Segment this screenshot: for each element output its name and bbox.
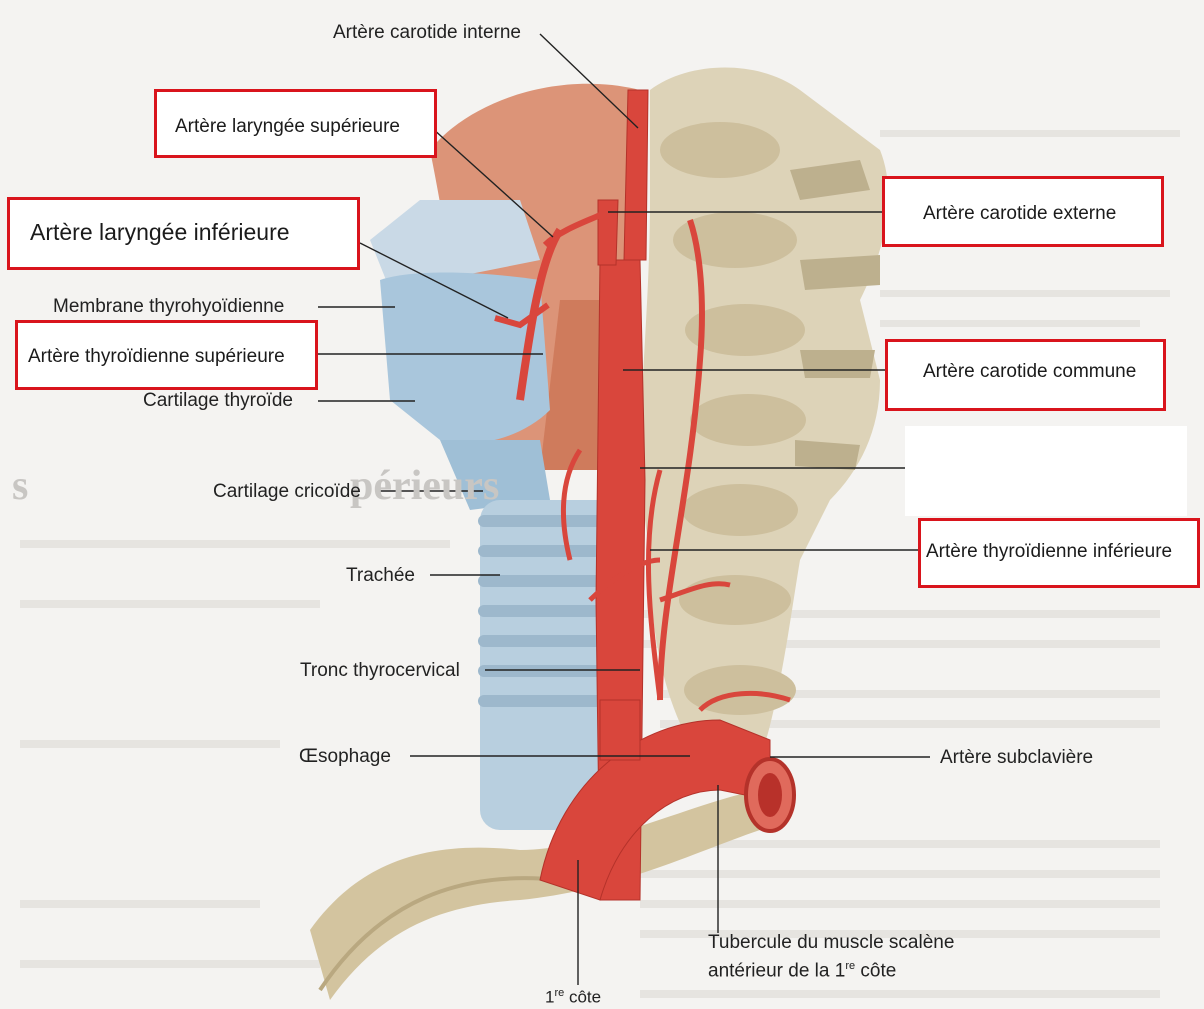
label-laryngee-superieure: Artère laryngée supérieure: [175, 117, 400, 136]
label-premiere-cote: 1re côte: [545, 988, 601, 1006]
cote-sup: re: [554, 987, 564, 999]
label-membrane-thyrohyoidienne: Membrane thyrohyoïdienne: [53, 297, 284, 316]
tubercule-suffix: côte: [855, 960, 896, 981]
label-tubercule-line2: antérieur de la 1re côte: [708, 961, 896, 980]
subclavian-lumen-inner: [758, 773, 782, 817]
label-tubercule-line1: Tubercule du muscle scalène: [708, 933, 954, 952]
highlight-box-carotide-externe: Artère carotide externe: [882, 176, 1164, 247]
label-carotide-interne: Artère carotide interne: [333, 23, 521, 42]
background-heading: périeurs: [350, 462, 499, 510]
label-thyroidienne-superieure: Artère thyroïdienne supérieure: [28, 347, 285, 366]
highlight-box-laryngee-inferieure: Artère laryngée inférieure: [7, 197, 360, 270]
highlight-box-laryngee-superieure: Artère laryngée supérieure: [154, 89, 437, 158]
label-oesophage: Œsophage: [299, 747, 391, 766]
highlight-box-carotide-commune: Artère carotide commune: [885, 339, 1166, 411]
label-carotide-externe: Artère carotide externe: [923, 204, 1116, 223]
cote-suffix: côte: [564, 988, 601, 1007]
label-cartilage-thyroide: Cartilage thyroïde: [143, 391, 293, 410]
highlight-box-thyroidienne-superieure: Artère thyroïdienne supérieure: [15, 320, 318, 390]
label-tronc-thyrocervical: Tronc thyrocervical: [300, 661, 460, 680]
blank-label-patch: [905, 426, 1187, 516]
tubercule-prefix: antérieur de la 1: [708, 960, 845, 981]
background-heading-left: s: [12, 462, 28, 510]
label-carotide-commune: Artère carotide commune: [923, 362, 1136, 381]
label-trachee: Trachée: [346, 566, 415, 585]
label-subclaviere: Artère subclavière: [940, 748, 1093, 767]
label-laryngee-inferieure: Artère laryngée inférieure: [30, 221, 290, 244]
tubercule-sup: re: [845, 960, 855, 972]
label-cartilage-cricoide: Cartilage cricoïde: [213, 482, 361, 501]
label-thyroidienne-inferieure: Artère thyroïdienne inférieure: [926, 542, 1172, 561]
highlight-box-thyroidienne-inferieure: Artère thyroïdienne inférieure: [918, 518, 1200, 588]
